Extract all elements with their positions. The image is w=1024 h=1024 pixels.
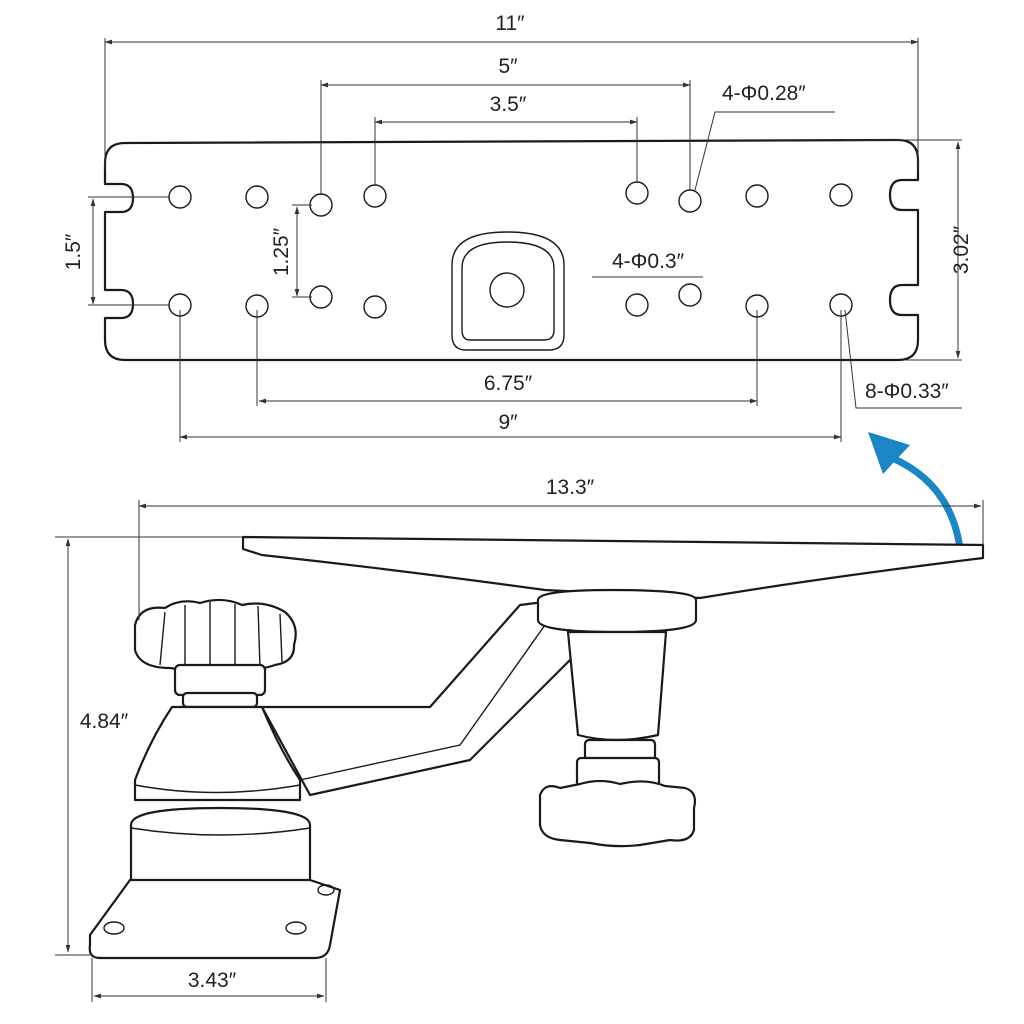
dim-holes-028: 4-Φ0.28″ (722, 82, 806, 105)
dimension-lines (88, 38, 962, 442)
dim-plate-width: 3.02″ (950, 225, 973, 274)
dim-1-25: 1.25″ (270, 227, 293, 276)
center-boss (451, 231, 565, 351)
dim-holes-033: 8-Φ0.33″ (865, 380, 949, 403)
dim-5: 5″ (498, 55, 518, 78)
dim-3-5: 3.5″ (490, 93, 527, 116)
dim-6-75: 6.75″ (484, 372, 533, 395)
dim-mount-height: 4.84″ (80, 710, 129, 733)
mounting-plate (103, 138, 920, 362)
dim-mount-length: 13.3″ (546, 476, 595, 499)
dim-1-5: 1.5″ (62, 233, 85, 270)
dim-overall-length: 11″ (495, 12, 525, 35)
dim-holes-03: 4-Φ0.3″ (612, 250, 685, 273)
dim-base-width: 3.43″ (188, 969, 237, 992)
dim-9: 9″ (498, 411, 518, 434)
mount-side-view (88, 535, 985, 960)
mount-dimension-lines (55, 500, 984, 1002)
rotate-arrow-icon (868, 432, 964, 552)
